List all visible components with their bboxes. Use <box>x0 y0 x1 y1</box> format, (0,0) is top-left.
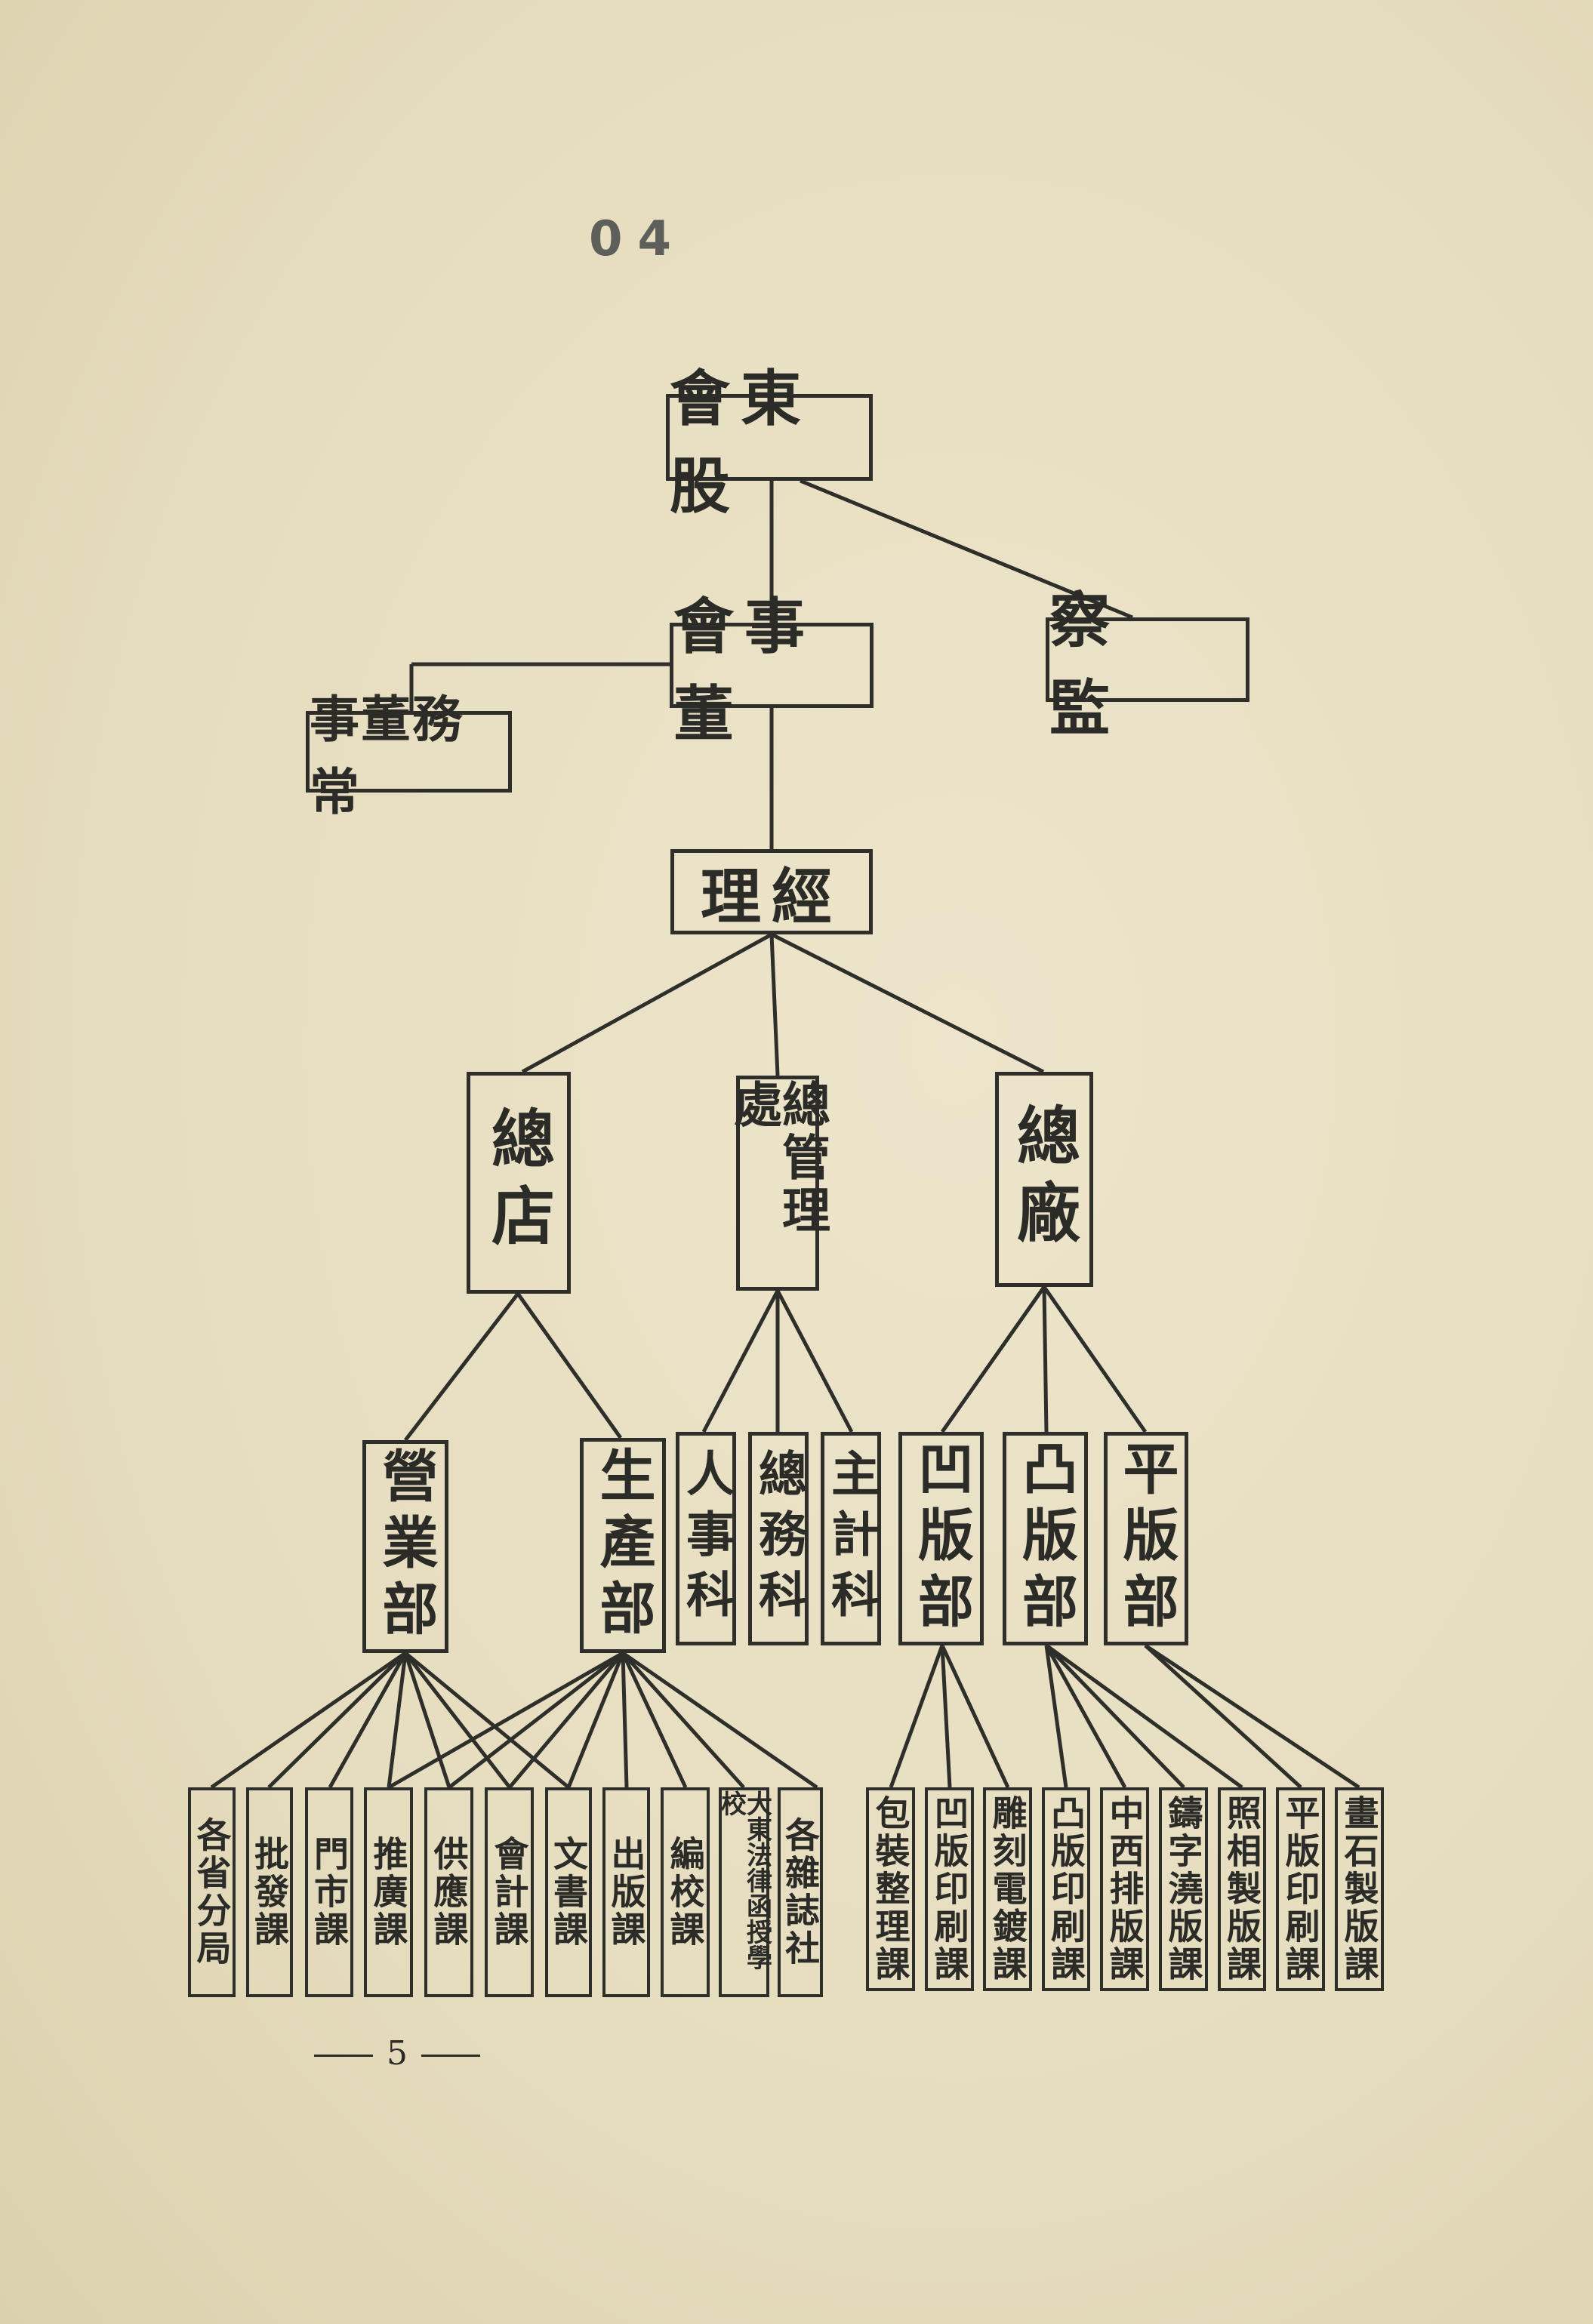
leaf-promotion: 推廣課 <box>364 1787 413 1997</box>
leaf-relief-printing: 凸版印刷課 <box>1042 1787 1090 1991</box>
leaf-retail: 門市課 <box>305 1787 353 1997</box>
leaf-supply: 供應課 <box>424 1787 473 1997</box>
general-affairs-section-box: 總務科 <box>748 1432 809 1645</box>
litho-dept-box: 平版部 <box>1104 1432 1188 1645</box>
manager-box: 理經 <box>670 849 873 934</box>
standing-directors-box: 事董務常 <box>306 690 512 821</box>
leaf-publishing: 出版課 <box>602 1787 650 1997</box>
leaf-engraving-electroplating: 雕刻電鍍課 <box>983 1787 1032 1991</box>
leaf-wholesale: 批發課 <box>246 1787 293 1997</box>
leaf-documents: 文書課 <box>545 1787 592 1997</box>
leaf-magazines: 各雜誌社 <box>778 1787 823 1997</box>
leaf-editing: 編校課 <box>661 1787 710 1997</box>
leaf-type-casting: 鑄字澆版課 <box>1159 1787 1208 1991</box>
supervisors-box: 察 監 <box>1046 585 1249 743</box>
relief-dept-box: 凸版部 <box>1003 1432 1088 1645</box>
leaf-packaging: 包裝整理課 <box>866 1787 915 1991</box>
leaf-photo-platemaking: 照相製版課 <box>1218 1787 1266 1991</box>
personnel-section-box: 人事科 <box>676 1432 736 1645</box>
head-store-box: 總店 <box>467 1072 571 1294</box>
accounting-section-box: 主計科 <box>821 1432 881 1645</box>
stamp-number: 04 <box>589 211 687 267</box>
leaf-litho-printing: 平版印刷課 <box>1276 1787 1325 1991</box>
production-dept-box: 生產部 <box>580 1438 666 1653</box>
page-number-dash-right <box>421 2055 480 2057</box>
sales-dept-box: 營業部 <box>362 1440 448 1653</box>
head-factory-box: 總廠 <box>995 1072 1093 1287</box>
leaf-intaglio-printing: 凹版印刷課 <box>925 1787 974 1991</box>
leaf-stone-platemaking: 畫石製版課 <box>1335 1787 1384 1991</box>
leaf-typesetting: 中西排版課 <box>1100 1787 1149 1991</box>
page-number-dash-left <box>314 2055 373 2057</box>
page-number: 5 <box>300 2034 494 2073</box>
leaf-accounting: 會計課 <box>485 1787 534 1997</box>
page-number-text: 5 <box>387 2034 408 2073</box>
head-admin-box: 總管理處 <box>726 1076 830 1291</box>
board-of-directors-box: 會事董 <box>670 591 874 750</box>
leaf-law-correspondence-school: 大東法律函授學校 <box>716 1787 772 1997</box>
intaglio-dept-box: 凹版部 <box>898 1432 984 1645</box>
leaf-provincial-branches: 各省分局 <box>188 1787 236 1997</box>
shareholders-meeting-box: 會東股 <box>666 363 873 522</box>
